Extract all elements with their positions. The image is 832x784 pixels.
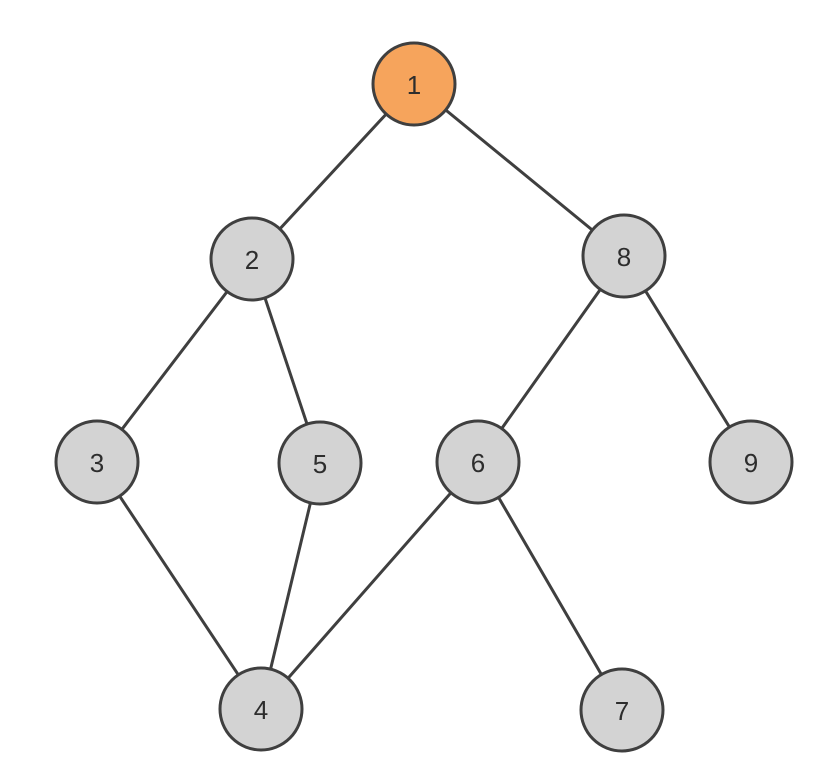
node-6[interactable]: 6 [435, 419, 521, 505]
node-1[interactable]: 1 [371, 41, 457, 127]
node-circle[interactable] [579, 667, 665, 753]
node-circle-highlighted[interactable] [371, 41, 457, 127]
node-circle[interactable] [277, 420, 363, 506]
edge-6-4 [259, 460, 480, 711]
node-3[interactable]: 3 [54, 419, 140, 505]
edge-6-7 [476, 460, 624, 712]
node-circle[interactable] [435, 419, 521, 505]
node-4[interactable]: 4 [218, 666, 304, 752]
node-5[interactable]: 5 [277, 420, 363, 506]
node-9[interactable]: 9 [708, 419, 794, 505]
edge-2-3 [95, 257, 254, 464]
node-circle[interactable] [209, 216, 295, 302]
node-circle[interactable] [708, 419, 794, 505]
node-8[interactable]: 8 [581, 213, 667, 299]
node-circle[interactable] [218, 666, 304, 752]
node-7[interactable]: 7 [579, 667, 665, 753]
node-2[interactable]: 2 [209, 216, 295, 302]
node-circle[interactable] [581, 213, 667, 299]
edge-1-8 [412, 82, 626, 258]
edge-3-4 [95, 460, 263, 711]
node-circle[interactable] [54, 419, 140, 505]
